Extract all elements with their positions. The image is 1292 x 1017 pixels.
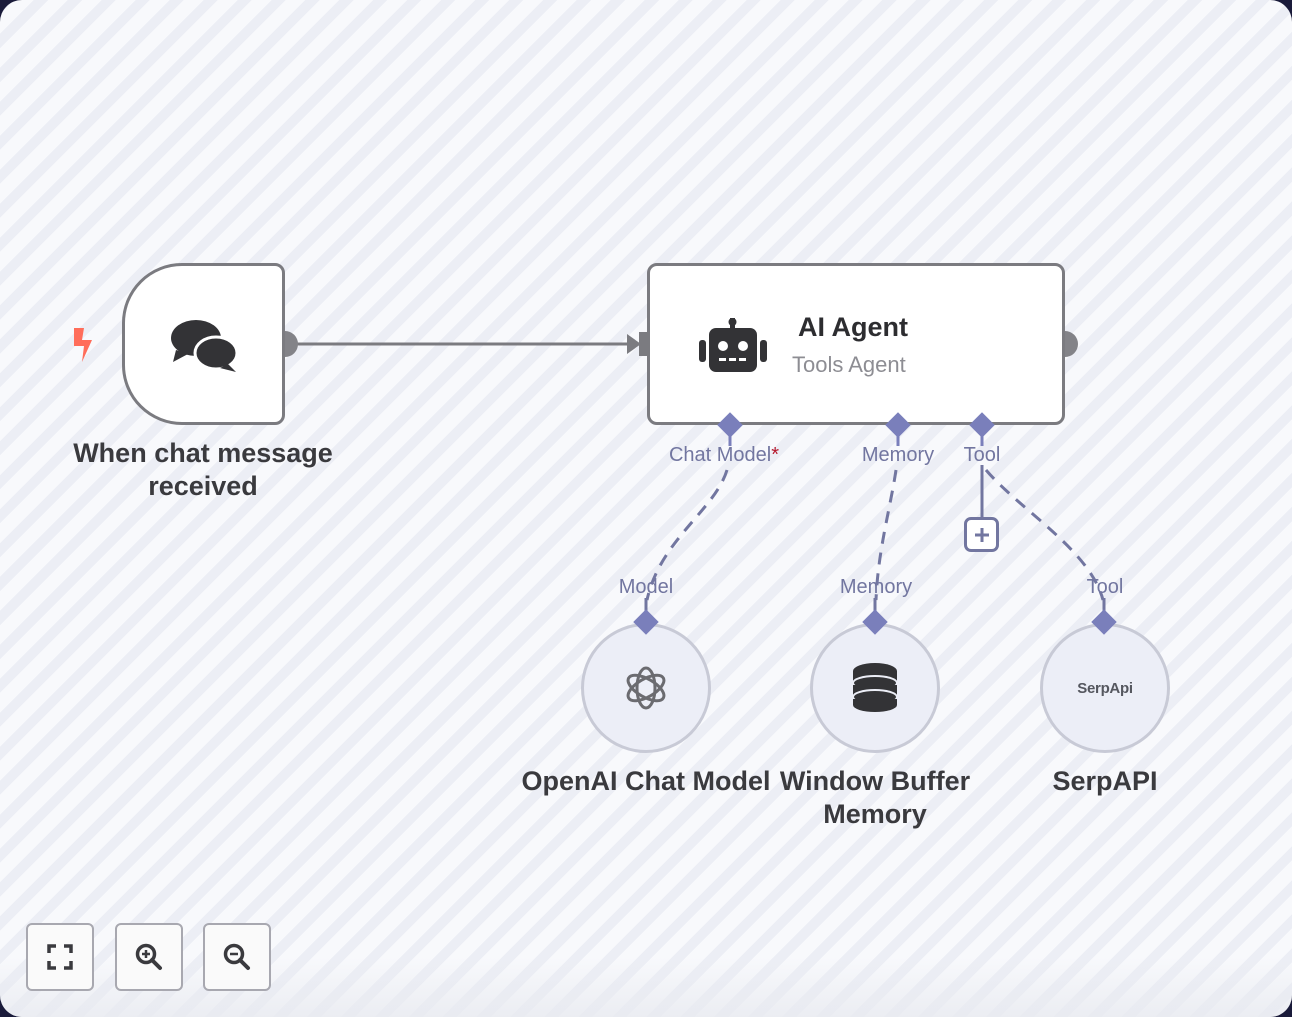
zoom-out-button[interactable] — [203, 923, 271, 991]
zoom-out-icon — [223, 943, 250, 970]
chat-bubbles-icon — [171, 320, 239, 372]
agent-title: AI Agent — [798, 312, 908, 342]
connection-tool[interactable] — [984, 469, 1105, 601]
port-label-chat-model: Chat Model* — [668, 444, 780, 466]
memory-port[interactable] — [885, 412, 911, 438]
port-label-memory: Memory — [861, 444, 935, 466]
openai-chat-model-node[interactable] — [581, 623, 711, 753]
connection-memory[interactable] — [874, 469, 898, 601]
port-label-model: Model — [618, 576, 674, 598]
port-label-memory-input: Memory — [839, 576, 913, 598]
plus-icon — [974, 527, 989, 542]
trigger-node-label: When chat message received — [73, 438, 333, 501]
serpapi-input-port[interactable] — [1091, 609, 1117, 635]
chat-model-port[interactable] — [717, 412, 743, 438]
serpapi-node-label: SerpAPI — [1052, 766, 1158, 796]
connection-chat-model[interactable] — [645, 469, 729, 601]
zoom-in-icon — [135, 943, 162, 970]
connection-arrowhead — [627, 334, 641, 354]
tool-port[interactable] — [969, 412, 995, 438]
lightning-bolt-icon — [74, 328, 92, 362]
openai-input-port[interactable] — [633, 609, 659, 635]
serpapi-logo-icon: SerpApi — [1077, 679, 1133, 697]
memory-input-port[interactable] — [862, 609, 888, 635]
port-label-tool: Tool — [963, 444, 1001, 466]
serpapi-node[interactable]: SerpApi — [1040, 623, 1170, 753]
robot-icon — [699, 318, 767, 372]
trigger-node[interactable] — [122, 263, 285, 425]
memory-node-label: Window Buffer Memory — [779, 766, 971, 829]
openai-node-label: OpenAI Chat Model — [521, 766, 771, 796]
fit-view-icon — [47, 944, 73, 970]
window-buffer-memory-node[interactable] — [810, 623, 940, 753]
zoom-in-button[interactable] — [115, 923, 183, 991]
add-tool-button[interactable] — [964, 517, 999, 552]
port-label-tool-input: Tool — [1086, 576, 1124, 598]
agent-subtitle: Tools Agent — [792, 352, 906, 377]
ai-agent-node[interactable]: AI Agent Tools Agent — [647, 263, 1065, 425]
fit-view-button[interactable] — [26, 923, 94, 991]
database-icon — [852, 663, 898, 712]
openai-logo-icon — [626, 666, 666, 710]
